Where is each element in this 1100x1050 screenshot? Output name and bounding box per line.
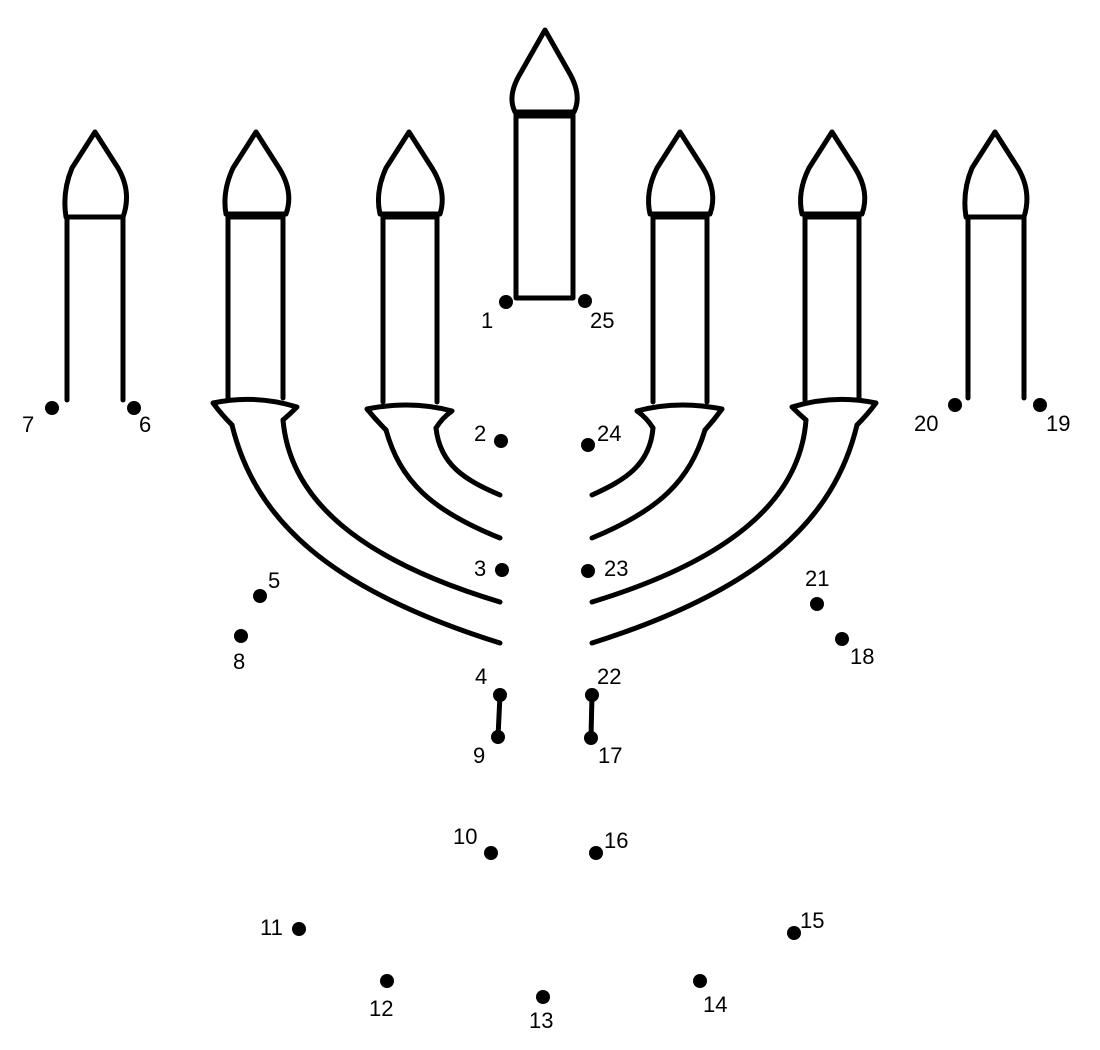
candle-right-outer — [798, 129, 868, 403]
dot-20 — [948, 398, 962, 412]
dot-10 — [484, 846, 498, 860]
flame-left-inner — [376, 129, 445, 217]
flame-left-outer — [222, 129, 292, 217]
dot-17 — [584, 731, 598, 745]
dot-label-9: 9 — [473, 743, 485, 768]
dot-3 — [495, 563, 509, 577]
dot-label-18: 18 — [850, 644, 874, 669]
dot-label-4: 4 — [475, 664, 487, 689]
cup-left-inner — [364, 402, 455, 433]
dot-15 — [787, 926, 801, 940]
dot-11 — [292, 922, 306, 936]
dot-12 — [380, 974, 394, 988]
dot-label-12: 12 — [369, 996, 393, 1021]
dot-label-6: 6 — [139, 412, 151, 437]
dots: 1 2 3 4 5 6 7 8 9 10 11 12 13 14 15 16 1 — [22, 294, 1070, 1033]
dot-label-23: 23 — [604, 556, 628, 581]
dot-label-15: 15 — [800, 908, 824, 933]
candle-center — [509, 27, 580, 301]
dot-14 — [693, 974, 707, 988]
flame-far-right — [962, 129, 1030, 220]
dot-6 — [127, 401, 141, 415]
dot-label-14: 14 — [703, 992, 727, 1017]
candle-body-far-right — [965, 214, 1027, 401]
dot-7 — [45, 401, 59, 415]
dot-label-11: 11 — [260, 915, 283, 940]
branch-arms-right — [589, 417, 860, 646]
dot-21 — [810, 597, 824, 611]
dot-label-10: 10 — [453, 824, 477, 849]
dot-label-5: 5 — [268, 568, 280, 593]
dot-13 — [536, 990, 550, 1004]
candle-body-left-inner — [380, 213, 440, 405]
candle-left-inner — [376, 129, 445, 405]
candle-far-right — [962, 129, 1030, 401]
flame-center — [509, 27, 580, 115]
candle-body-center — [513, 111, 576, 301]
segment-4-9 — [495, 692, 503, 740]
dot-label-21: 21 — [805, 566, 829, 591]
dot-1 — [499, 295, 513, 309]
flame-far-left — [62, 129, 130, 220]
dot-24 — [581, 438, 595, 452]
flame-right-inner — [646, 129, 716, 217]
dot-label-17: 17 — [598, 743, 622, 768]
candle-body-right-outer — [802, 213, 862, 403]
dot-16 — [589, 846, 603, 860]
dot-label-7: 7 — [22, 412, 34, 437]
candle-right-inner — [646, 129, 716, 405]
dot-4 — [493, 688, 507, 702]
dot-label-16: 16 — [604, 828, 628, 853]
dot-label-1: 1 — [481, 308, 493, 333]
dot-label-25: 25 — [590, 308, 614, 333]
dot-label-13: 13 — [529, 1008, 553, 1033]
dot-25 — [578, 294, 592, 308]
dot-label-19: 19 — [1046, 411, 1070, 436]
dot-label-24: 24 — [597, 421, 621, 446]
dot-18 — [835, 632, 849, 646]
dot-8 — [234, 629, 248, 643]
branch-arms-left — [229, 417, 503, 646]
dot-5 — [253, 589, 267, 603]
candle-far-left — [62, 129, 130, 403]
dot-label-20: 20 — [914, 411, 938, 436]
segment-22-17 — [588, 692, 595, 740]
candle-body-right-inner — [650, 213, 710, 405]
flame-right-outer — [798, 129, 868, 217]
dot-22 — [585, 688, 599, 702]
cup-right-inner — [634, 402, 725, 433]
dot-label-3: 3 — [474, 556, 486, 581]
dot-19 — [1033, 398, 1047, 412]
candle-body-far-left — [64, 214, 126, 403]
candle-left-outer — [222, 129, 292, 401]
dot-23 — [581, 564, 595, 578]
dot-2 — [494, 434, 508, 448]
candle-body-left-outer — [225, 213, 286, 401]
dot-label-8: 8 — [233, 649, 245, 674]
dot-label-22: 22 — [597, 664, 621, 689]
dot-label-2: 2 — [474, 421, 486, 446]
dot-9 — [491, 730, 505, 744]
